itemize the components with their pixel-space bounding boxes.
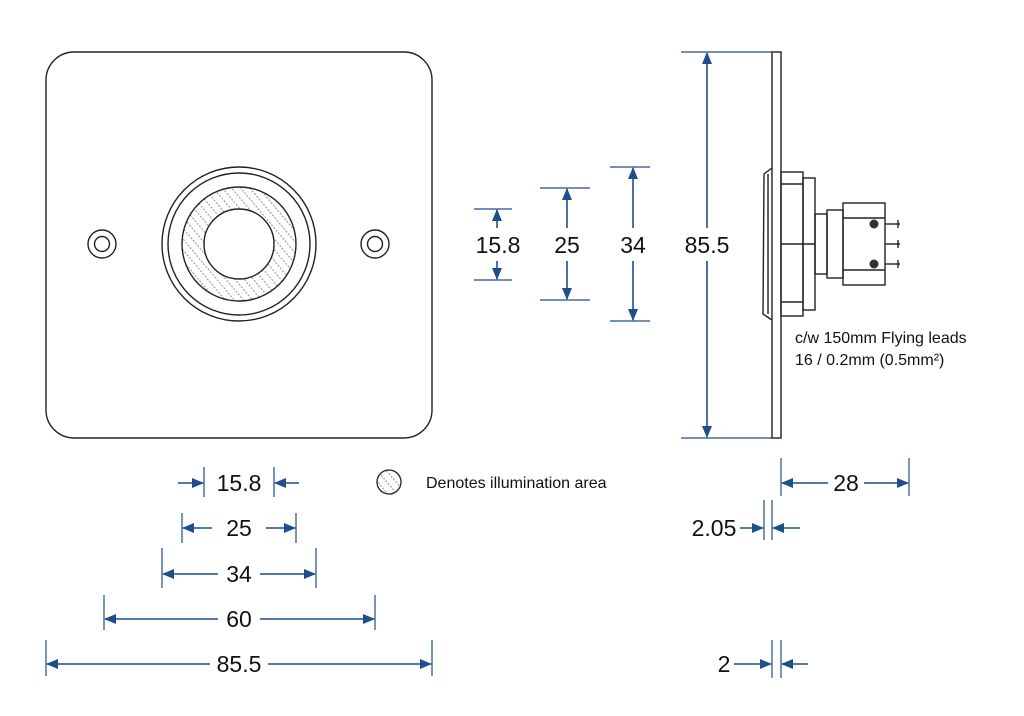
fixing-hole-left <box>87 229 117 259</box>
front-view <box>45 51 433 439</box>
dim-depth: 28 <box>833 470 859 496</box>
push-button-face <box>203 208 275 280</box>
side-plate <box>771 51 782 439</box>
fixing-hole-left-inner <box>93 235 111 253</box>
flying-leads-note-line1: c/w 150mm Flying leads <box>795 330 967 347</box>
fixing-hole-right <box>360 229 390 259</box>
dim-plate-thickness: 2 <box>718 651 731 677</box>
bezel-inner <box>167 172 311 316</box>
dim-bezel-width: 34 <box>226 561 252 587</box>
terminal-bottom <box>869 259 879 269</box>
horizontal-dimensions: 15.8 25 34 60 85.5 <box>45 467 433 677</box>
hatched-circle-icon <box>376 469 402 495</box>
side-view: c/w 150mm Flying leads 16 / 0.2mm (0.5mm… <box>762 51 967 439</box>
dim-bezel-projection: 2.05 <box>692 515 737 541</box>
vertical-dimensions: 15.8 25 34 85.5 <box>474 51 772 439</box>
flying-leads-note-line2: 16 / 0.2mm (0.5mm²) <box>795 352 944 369</box>
terminal-top <box>869 219 879 229</box>
legend: Denotes illumination area <box>376 469 607 495</box>
switch-housing <box>826 209 844 279</box>
dim-ring-width: 25 <box>226 515 252 541</box>
dim-plate-width: 85.5 <box>217 651 262 677</box>
dim-hole-width: 15.8 <box>217 470 262 496</box>
face-plate <box>45 51 433 439</box>
dim-bezel-height: 34 <box>620 232 646 258</box>
dim-plate-height: 85.5 <box>685 232 730 258</box>
fixing-hole-right-inner <box>366 235 384 253</box>
legend-label: Denotes illumination area <box>426 475 607 492</box>
switch-neck <box>814 213 828 275</box>
dim-fixing-centres: 60 <box>226 606 252 632</box>
side-dimensions: 28 2.05 2 <box>692 458 910 678</box>
side-bezel <box>762 167 773 321</box>
switch-body <box>842 202 886 286</box>
bezel-outer <box>161 166 317 322</box>
dim-ring-height: 25 <box>554 232 580 258</box>
dim-hole-height: 15.8 <box>476 232 521 258</box>
